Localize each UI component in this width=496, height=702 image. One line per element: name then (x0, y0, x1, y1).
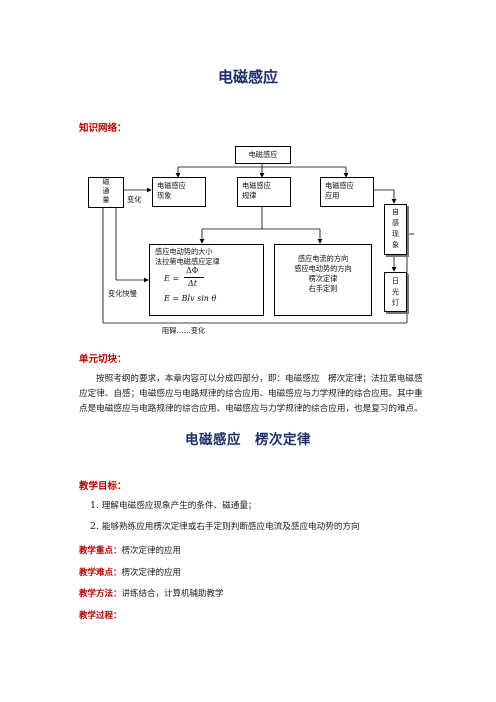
unit-sections-heading: 单元切块： (79, 354, 127, 365)
knowledge-network-heading: 知识网络： (79, 123, 127, 134)
lesson-title: 电磁感应 楞次定律 (185, 432, 311, 448)
formula-faraday-denominator: Δt (188, 279, 197, 288)
diagram-label-change: 变化 (127, 195, 142, 204)
diagram-box-application: 电磁感应 应用 (320, 177, 374, 207)
diagram-box-law: 电磁感应 规律 (237, 177, 291, 207)
diagram-box-fluorescent-lamp: 日 光 灯 (384, 272, 407, 312)
formula-faraday-numerator: ΔΦ (186, 266, 199, 275)
diagram-box-electromagnetic-induction: 电磁感应 (235, 146, 291, 164)
diagram-label-hinder-change: 阻碍……变化 (162, 326, 206, 335)
diagram-label-change-speed: 变化快慢 (108, 289, 137, 298)
diagram-box-direction: 感应电流的方向 感应电动势的方向 楞次定律 右手定则 (274, 244, 372, 316)
teaching-method: 教学方法：讲练结合，计算机辅助教学 (79, 589, 224, 599)
page-title: 电磁感应 (217, 68, 278, 86)
teaching-goals-heading: 教学目标： (79, 481, 127, 492)
goal-item-1: 1. 理解电磁感应现象产生的条件、磁通量； (90, 500, 257, 511)
formula-fraction-bar (184, 277, 204, 278)
formula-faraday-lhs: E = (164, 274, 180, 283)
diagram-box-magnetic-flux: 磁 通 量 (88, 177, 124, 208)
diagram-box-self-induction: 自 感 现 象 (384, 204, 407, 255)
teaching-key-point: 教学重点：楞次定律的应用 (79, 546, 182, 556)
teaching-difficulty: 教学难点：楞次定律的应用 (79, 568, 182, 578)
goal-item-2: 2. 能够熟练应用楞次定律或右手定则判断感应电流及感应电动势的方向 (90, 521, 360, 532)
unit-sections-paragraph: 按照考纲的要求，本章内容可以分成四部分，即：电磁感应 楞次定律；法拉第电磁感应定… (79, 374, 423, 414)
teaching-process: 教学过程： (79, 611, 122, 621)
diagram-box-emf-magnitude: 感应电动势的大小 法拉第电磁感应定律 (149, 244, 264, 316)
diagram-box-phenomenon: 电磁感应 现象 (152, 177, 206, 207)
formula-motional-emf: E = Blv sin θ (164, 294, 217, 303)
